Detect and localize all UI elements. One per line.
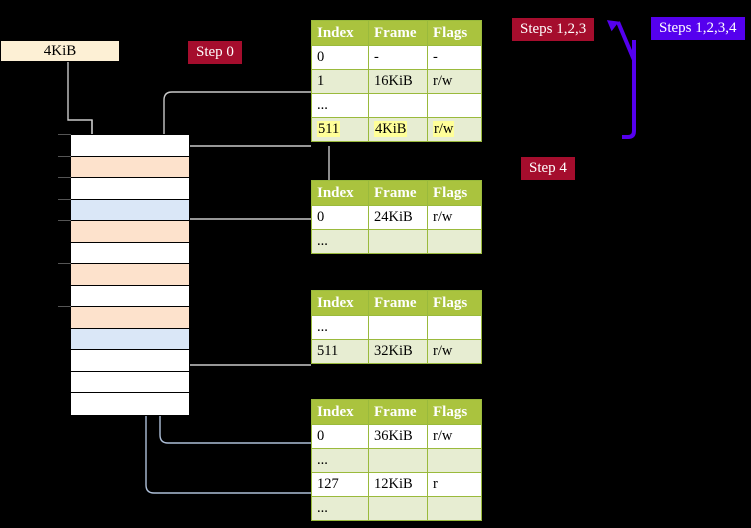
highlighted-value: 4KiB bbox=[374, 121, 408, 137]
table-row: 0-- bbox=[311, 45, 482, 70]
cell-flags: r/w bbox=[427, 339, 482, 364]
column-header-flags: Flags bbox=[427, 290, 482, 316]
column-header-index: Index bbox=[311, 399, 369, 425]
cell-frame: 4KiB bbox=[368, 117, 428, 142]
memory-frame-row bbox=[71, 199, 189, 221]
table-row: ... bbox=[311, 448, 482, 473]
cell-flags bbox=[427, 229, 482, 254]
column-header-flags: Flags bbox=[427, 399, 482, 425]
cell-flags: r/w bbox=[427, 424, 482, 449]
cell-frame: 16KiB bbox=[368, 69, 428, 94]
cell-index: ... bbox=[311, 315, 369, 340]
cell-frame bbox=[368, 496, 428, 521]
column-header-flags: Flags bbox=[427, 20, 482, 46]
cell-index: ... bbox=[311, 229, 369, 254]
cell-flags: r/w bbox=[427, 117, 482, 142]
column-header-frame: Frame bbox=[368, 180, 428, 206]
wire-memory-to-pml4 bbox=[171, 145, 311, 158]
physical-memory-column bbox=[70, 134, 190, 416]
memory-frame-row bbox=[71, 135, 189, 157]
column-header-frame: Frame bbox=[368, 290, 428, 316]
table-row: ... bbox=[311, 496, 482, 521]
purple-loop-arrow bbox=[606, 20, 636, 139]
memory-tick bbox=[58, 306, 71, 307]
wire-memory-to-pd bbox=[171, 300, 311, 366]
memory-tick bbox=[58, 263, 71, 264]
table-row: ... bbox=[311, 93, 482, 118]
memory-frame-row bbox=[71, 285, 189, 307]
memory-tick bbox=[58, 220, 71, 221]
cell-flags bbox=[427, 315, 482, 340]
highlighted-value: 511 bbox=[317, 121, 341, 137]
column-header-frame: Frame bbox=[368, 399, 428, 425]
wire-memory-to-pdpt bbox=[171, 218, 311, 268]
highlighted-value: r/w bbox=[433, 121, 455, 137]
memory-frame-row bbox=[71, 156, 189, 178]
memory-tick bbox=[58, 134, 71, 135]
memory-tick bbox=[58, 177, 71, 178]
badge-steps-123: Steps 1,2,3 bbox=[512, 18, 595, 41]
table-row: 511 4KiB r/w bbox=[311, 117, 482, 142]
cell-index: ... bbox=[311, 496, 369, 521]
cell-index: 0 bbox=[311, 45, 369, 70]
memory-size-label: 4KiB bbox=[0, 40, 120, 62]
cell-index: 127 bbox=[311, 472, 369, 497]
cell-index: ... bbox=[311, 448, 369, 473]
cell-flags: - bbox=[427, 45, 482, 70]
cell-frame: 32KiB bbox=[368, 339, 428, 364]
cell-flags: r bbox=[427, 472, 482, 497]
cell-flags: r/w bbox=[427, 69, 482, 94]
column-header-index: Index bbox=[311, 20, 369, 46]
memory-frame-row bbox=[71, 350, 189, 372]
memory-tick bbox=[58, 198, 71, 200]
cell-flags bbox=[427, 93, 482, 118]
memory-tick bbox=[58, 155, 71, 157]
column-header-index: Index bbox=[311, 290, 369, 316]
cell-frame bbox=[368, 315, 428, 340]
memory-frame-row bbox=[71, 328, 189, 350]
cell-flags: r/w bbox=[427, 205, 482, 230]
memory-frame-row bbox=[71, 221, 189, 243]
memory-frame-row bbox=[71, 242, 189, 264]
column-header-frame: Frame bbox=[368, 20, 428, 46]
column-header-flags: Flags bbox=[427, 180, 482, 206]
cell-index: 1 bbox=[311, 69, 369, 94]
badge-step-0: Step 0 bbox=[188, 41, 242, 64]
memory-frame-row bbox=[71, 178, 189, 200]
cell-index: ... bbox=[311, 93, 369, 118]
memory-frame-row bbox=[71, 371, 189, 393]
cell-frame: 24KiB bbox=[368, 205, 428, 230]
badge-steps-1234: Steps 1,2,3,4 bbox=[651, 17, 745, 40]
cell-flags bbox=[427, 496, 482, 521]
cell-frame: 36KiB bbox=[368, 424, 428, 449]
cell-index: 511 bbox=[311, 339, 369, 364]
table-row: ... bbox=[311, 315, 482, 340]
memory-frame-row bbox=[71, 307, 189, 329]
cell-frame bbox=[368, 448, 428, 473]
cell-flags bbox=[427, 448, 482, 473]
memory-frame-row bbox=[71, 264, 189, 286]
table-row: ... bbox=[311, 229, 482, 254]
cell-frame: 12KiB bbox=[368, 472, 428, 497]
memory-frame-row bbox=[71, 393, 189, 415]
cell-index: 511 bbox=[311, 117, 369, 142]
cell-frame: - bbox=[368, 45, 428, 70]
badge-step-4: Step 4 bbox=[521, 157, 575, 180]
cell-frame bbox=[368, 93, 428, 118]
cell-frame bbox=[368, 229, 428, 254]
cell-index: 0 bbox=[311, 205, 369, 230]
cell-index: 0 bbox=[311, 424, 369, 449]
column-header-index: Index bbox=[311, 180, 369, 206]
